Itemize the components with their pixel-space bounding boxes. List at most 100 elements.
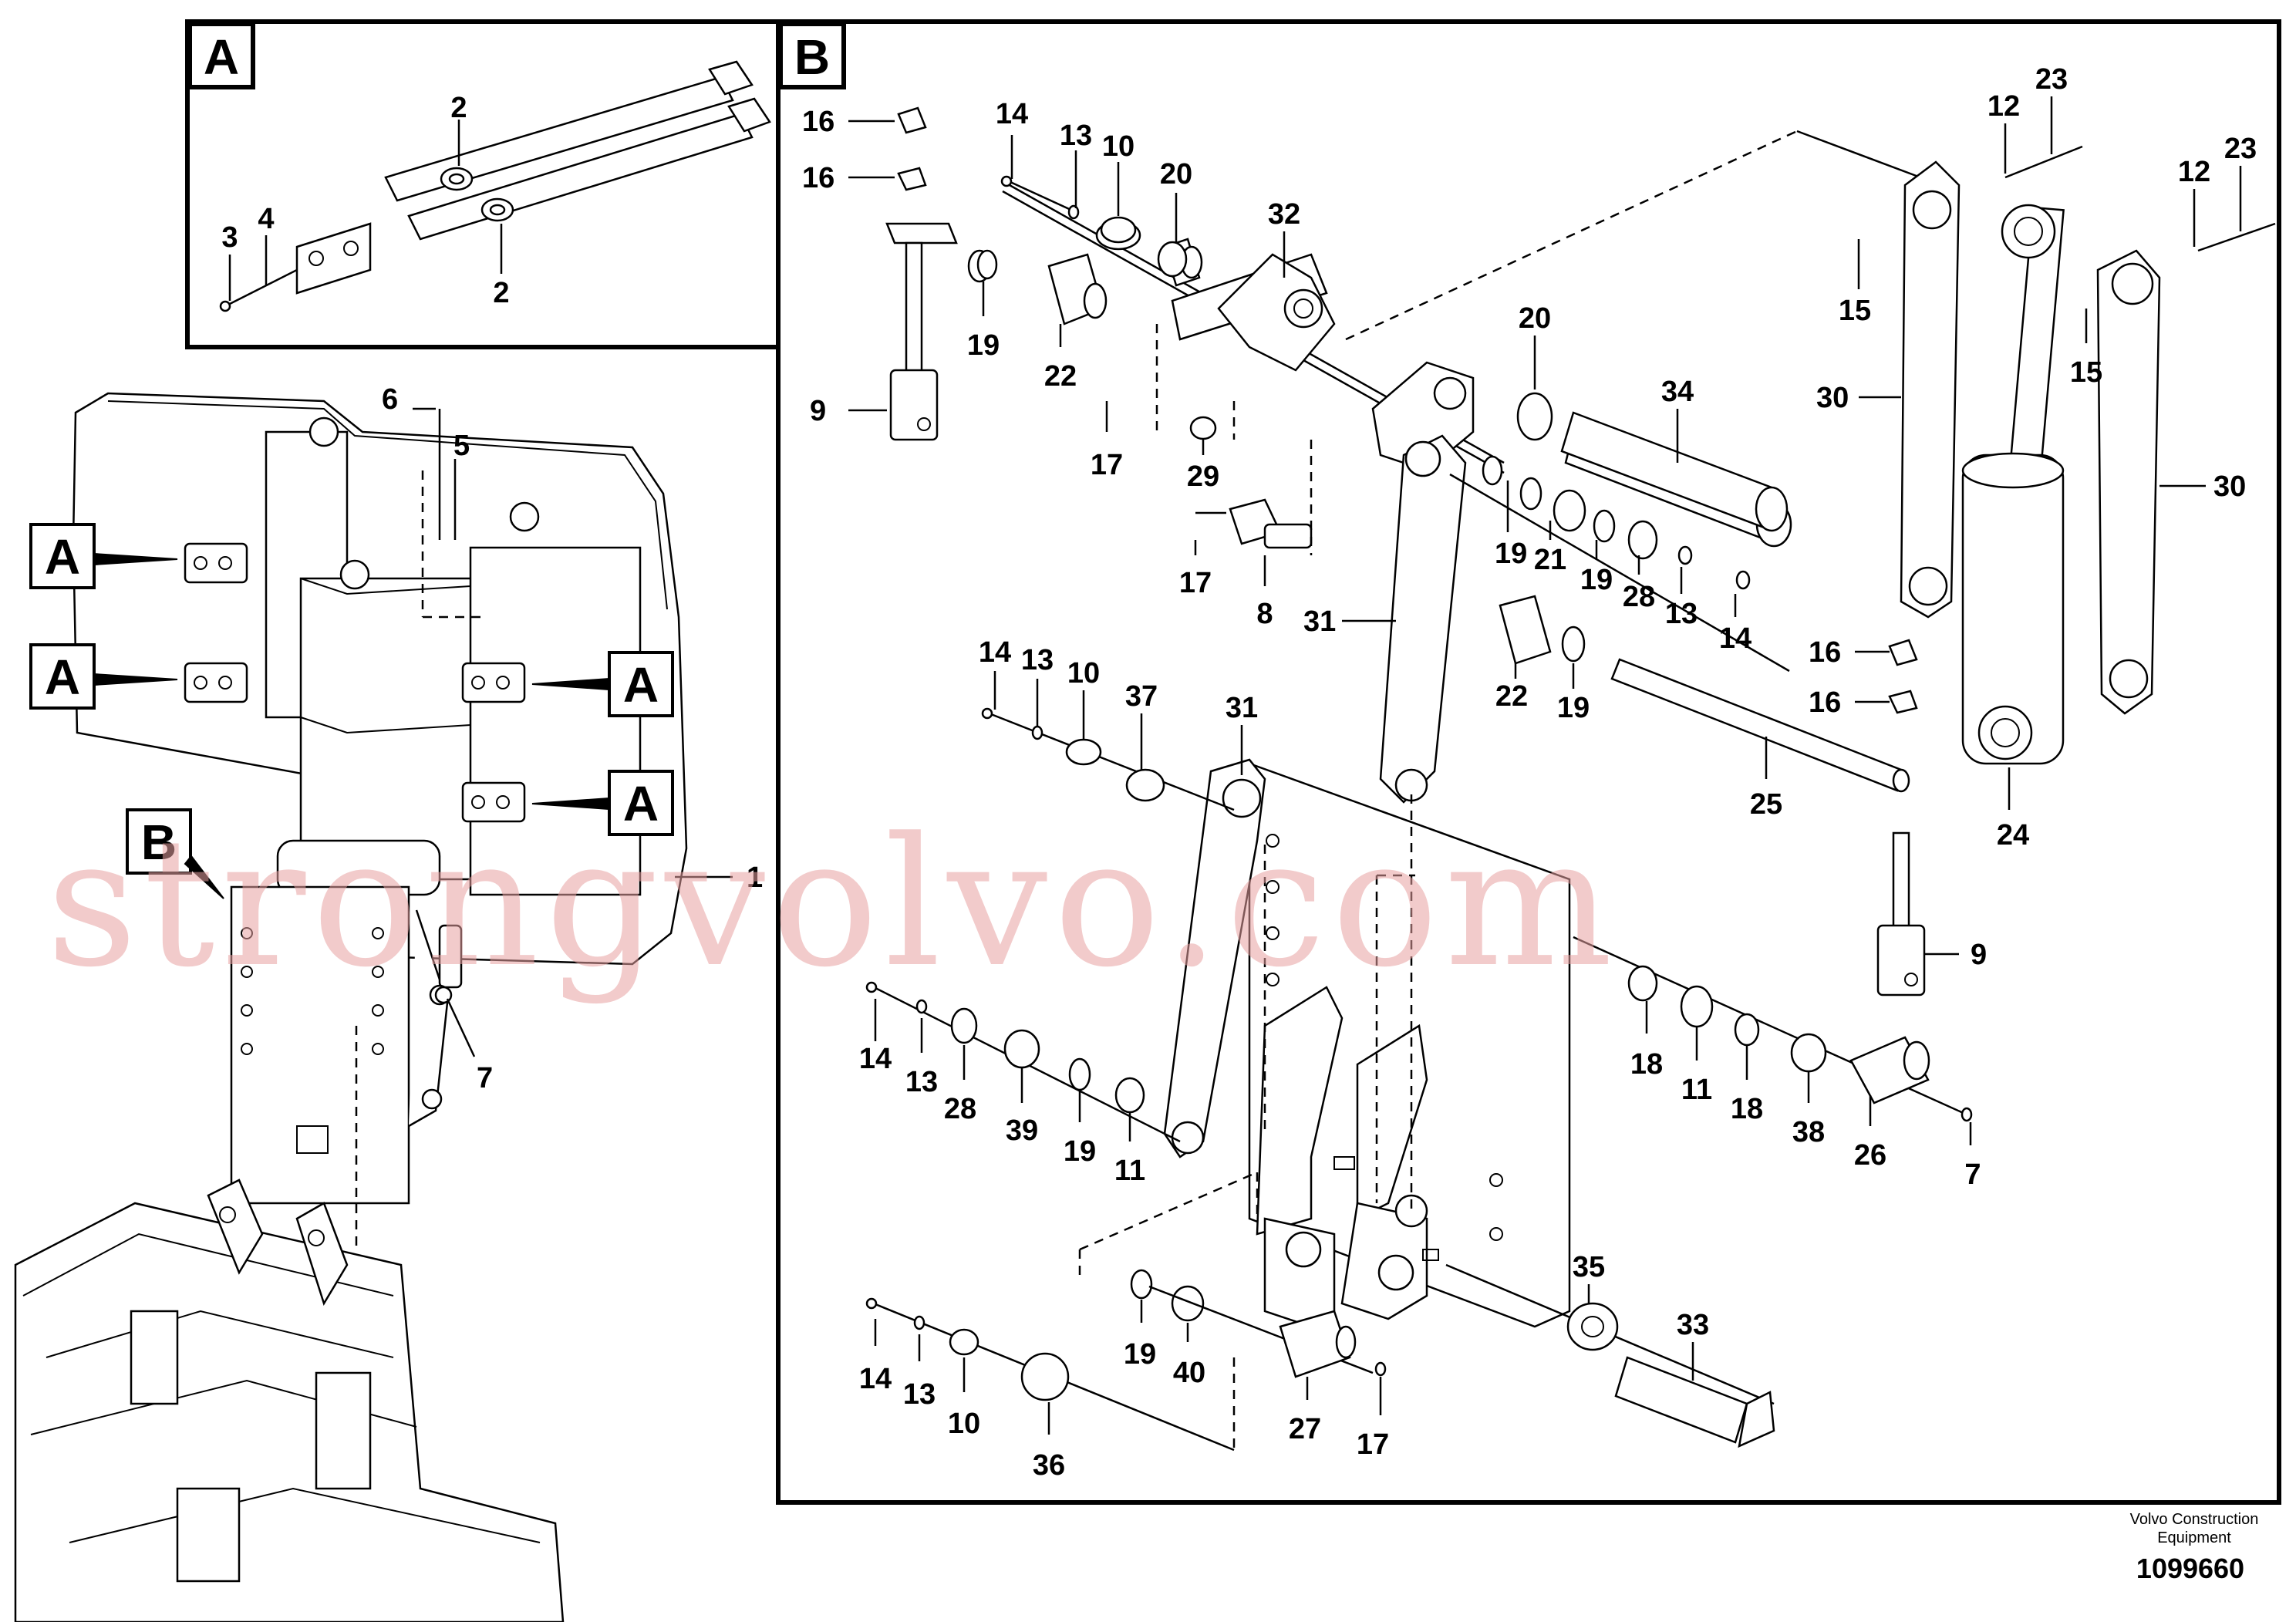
callout-19-mid-b: 19 xyxy=(1580,564,1613,596)
mid-left-bolt-group xyxy=(981,707,1235,811)
company-name-line2: Equipment xyxy=(2157,1529,2231,1546)
callout-26: 26 xyxy=(1854,1139,1886,1172)
callout-13-lowleft: 13 xyxy=(905,1066,938,1098)
callout-3: 3 xyxy=(221,221,238,254)
callout-9-right: 9 xyxy=(1971,939,1987,971)
detail-panel-a: A 2 2 3 4 xyxy=(185,19,781,349)
callout-5: 5 xyxy=(453,430,470,462)
callout-40: 40 xyxy=(1173,1357,1205,1389)
bottom-row xyxy=(865,1269,1387,1452)
callout-16-c: 16 xyxy=(1809,636,1841,669)
bolt-assembly-a xyxy=(219,60,771,312)
callout-16-b: 16 xyxy=(802,162,834,194)
callout-36: 36 xyxy=(1033,1449,1065,1482)
pivot-pin-9-left xyxy=(885,106,958,441)
callout-14-mid: 14 xyxy=(1719,622,1752,655)
callout-10-top: 10 xyxy=(1102,130,1135,163)
pivot-pin-9-right xyxy=(1876,639,1926,996)
callout-14-top: 14 xyxy=(996,98,1028,130)
callout-8: 8 xyxy=(1256,598,1273,630)
callout-28-low: 28 xyxy=(944,1093,976,1125)
panel-b-label: B xyxy=(794,29,830,85)
callout-23-a: 23 xyxy=(2035,63,2068,96)
callout-18-b: 18 xyxy=(1731,1093,1763,1125)
callout-19-bottom: 19 xyxy=(1124,1338,1156,1371)
callout-31-lower: 31 xyxy=(1226,692,1258,724)
callout-18-a: 18 xyxy=(1630,1048,1663,1081)
callout-16-a: 16 xyxy=(802,106,834,138)
callout-13-bottom: 13 xyxy=(903,1378,936,1411)
callout-28-top: 28 xyxy=(1623,581,1655,613)
pin-33-assembly xyxy=(1445,1263,1775,1448)
overview-callouts: A A A A B xyxy=(29,523,674,899)
callout-7-overview: 7 xyxy=(477,1062,493,1094)
callout-31-upper: 31 xyxy=(1303,605,1336,638)
callout-12-b: 12 xyxy=(2178,156,2210,188)
company-name-line1: Volvo Construction xyxy=(2130,1511,2259,1528)
link-arm-31-upper xyxy=(1379,434,1790,804)
callout-13-top: 13 xyxy=(1060,120,1092,152)
pin-34 xyxy=(1560,411,1789,532)
lift-cylinder-assembly xyxy=(1900,160,2161,765)
callout-1: 1 xyxy=(747,862,763,894)
callout-17-top: 17 xyxy=(1091,449,1123,481)
callout-2-bottom: 2 xyxy=(493,277,509,309)
callout-15-right: 15 xyxy=(2070,356,2102,389)
callout-24: 24 xyxy=(1997,819,2029,851)
callout-19-lowleft: 19 xyxy=(1064,1135,1096,1168)
callout-10-bottom: 10 xyxy=(948,1408,980,1440)
callout-4: 4 xyxy=(258,203,274,235)
callout-7-b: 7 xyxy=(1964,1158,1981,1191)
callout-22-mid: 22 xyxy=(1495,680,1528,713)
tag-a-4: A xyxy=(623,776,659,831)
callout-14-midleft: 14 xyxy=(979,636,1011,669)
callout-22-top: 22 xyxy=(1044,360,1077,393)
detail-panel-b: B xyxy=(776,19,2281,1505)
lower-mount-plate xyxy=(1248,762,1571,1328)
upper-shaft-assembly xyxy=(967,180,1792,549)
callout-32: 32 xyxy=(1268,198,1300,231)
lower-right-row xyxy=(1573,936,1973,1122)
callout-21: 21 xyxy=(1534,544,1566,576)
callout-13-midleft: 13 xyxy=(1021,644,1054,676)
callout-10-midleft: 10 xyxy=(1067,657,1100,690)
mid-shaft-parts xyxy=(1482,455,1910,793)
footer: Volvo Construction Equipment 1099660 xyxy=(2130,1511,2259,1584)
panel-a-label: A xyxy=(204,29,239,85)
callout-2-top: 2 xyxy=(450,92,467,124)
callout-38: 38 xyxy=(1792,1116,1825,1148)
callout-16-d: 16 xyxy=(1809,686,1841,719)
link-arm-31-lower xyxy=(1163,758,1266,1158)
tag-a-1: A xyxy=(45,529,80,585)
callout-13-mid: 13 xyxy=(1665,598,1698,630)
callout-23-b: 23 xyxy=(2224,133,2257,165)
callout-14-bottom: 14 xyxy=(859,1363,892,1395)
callout-30-right: 30 xyxy=(2213,470,2246,503)
callout-14-lowleft: 14 xyxy=(859,1043,892,1075)
callout-29: 29 xyxy=(1187,460,1219,493)
tag-a-3: A xyxy=(623,657,659,713)
callout-11-lowleft: 11 xyxy=(1114,1155,1145,1187)
upper-bolt-group xyxy=(976,175,1188,280)
callout-37: 37 xyxy=(1125,680,1158,713)
callout-33: 33 xyxy=(1677,1309,1709,1341)
callout-19-mid-a: 19 xyxy=(1495,538,1527,570)
callout-15-left: 15 xyxy=(1839,295,1871,327)
callout-20-top: 20 xyxy=(1160,158,1192,191)
callout-12-a: 12 xyxy=(1988,90,2020,123)
callout-25: 25 xyxy=(1750,788,1782,821)
callout-19-mid-c: 19 xyxy=(1557,692,1590,724)
tag-b: B xyxy=(141,814,177,870)
counterweight-overview xyxy=(14,392,688,1622)
callout-39: 39 xyxy=(1006,1114,1038,1147)
callout-19-top: 19 xyxy=(967,329,1000,362)
callout-9-left: 9 xyxy=(810,395,826,427)
callout-17-mid: 17 xyxy=(1179,567,1212,599)
drawing-number: 1099660 xyxy=(2136,1553,2244,1584)
callout-27: 27 xyxy=(1289,1413,1321,1445)
callout-30-left: 30 xyxy=(1816,382,1849,414)
callout-35: 35 xyxy=(1573,1251,1605,1283)
callout-20-mid: 20 xyxy=(1519,302,1551,335)
callout-11-lowright: 11 xyxy=(1681,1074,1712,1106)
